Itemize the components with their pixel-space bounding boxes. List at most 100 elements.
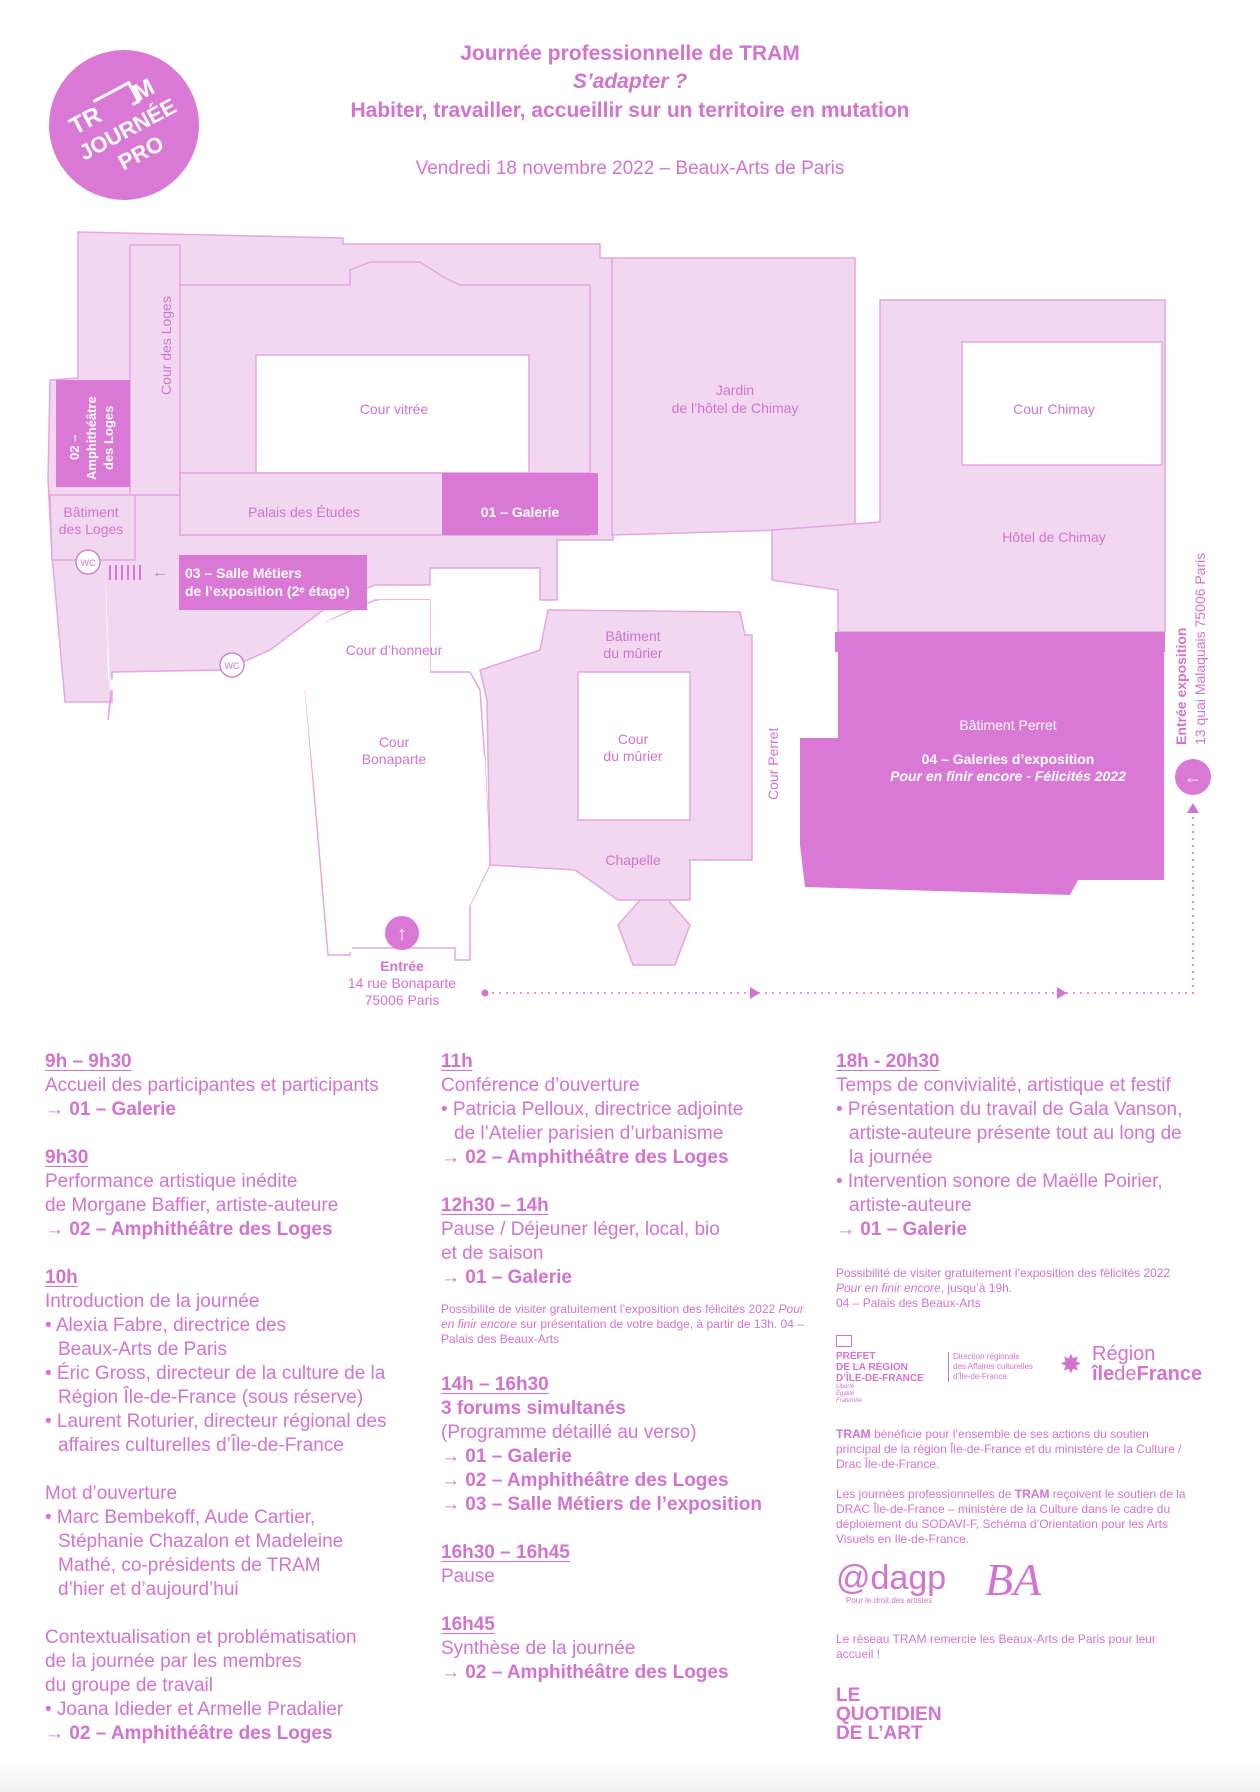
logo-text: de xyxy=(1114,1363,1137,1385)
program-text: Conférence d’ouverture xyxy=(441,1075,640,1096)
header-theme: Habiter, travailler, accueillir sur un t… xyxy=(350,99,910,122)
time-label: 16h30 – 16h45 xyxy=(441,1542,570,1563)
label-salle-2: de l’exposition (2ᵉ étage) xyxy=(185,583,350,599)
label-cour-murier-2: du mûrier xyxy=(603,748,662,764)
label-entree-1: Entrée xyxy=(380,958,424,974)
logo-text: LE xyxy=(836,1685,861,1706)
program-text: Performance artistique inédite xyxy=(45,1171,298,1192)
map-galerie xyxy=(442,473,598,535)
program-text: de Morgane Baffier, artiste-auteure xyxy=(45,1195,339,1216)
note-title: Pour en finir encore xyxy=(441,1302,804,1331)
header-title: Journée professionnelle de TRAM xyxy=(460,42,800,65)
note-text: Possibilité de visiter gratuitement l’ex… xyxy=(836,1266,1171,1280)
logo-text: D’ÎLE-DE-FRANCE xyxy=(836,1373,924,1384)
logo-text: d’Île-de-France xyxy=(953,1372,1007,1381)
program-bullet: • Intervention sonore de Maëlle Poirier,… xyxy=(836,1171,1163,1216)
wc-icon xyxy=(75,549,101,575)
program-bullet: • Éric Gross, directeur de la culture de… xyxy=(45,1363,386,1408)
logo-text: Fraternité xyxy=(836,1398,862,1404)
label-chapelle: Chapelle xyxy=(605,852,660,868)
label-batiment-loges-1: Bâtiment xyxy=(63,504,118,520)
wc-icon xyxy=(219,652,245,678)
map-cour-vitree xyxy=(255,354,530,474)
program-text: Synthèse de la journée xyxy=(441,1638,636,1659)
exhibition-note: Possibilité de visiter gratuitement l’ex… xyxy=(441,1302,816,1347)
expo-entry-marker xyxy=(1175,759,1211,795)
marianne-icon xyxy=(836,1335,852,1347)
program-text: Contextualisation et problématisation xyxy=(45,1627,357,1648)
map-bonaparte-wall xyxy=(105,560,490,952)
time-label: 11h xyxy=(441,1051,473,1072)
venue-map: Cour des Loges 02 – Amphithéâtre des Log… xyxy=(47,231,1211,1008)
time-label: 18h - 20h30 xyxy=(836,1051,940,1072)
logo-text: PRÉFET xyxy=(836,1351,876,1362)
quotidien-art-logo: LE QUOTIDIEN DE L’ART xyxy=(836,1686,942,1743)
program-location: → 03 – Salle Métiers de l’exposition xyxy=(441,1494,763,1515)
program-text: 3 forums simultanés xyxy=(441,1398,626,1419)
star-icon: ✸ xyxy=(1060,1349,1082,1379)
time-label: 14h – 16h30 xyxy=(441,1374,549,1395)
label-cour-chimay: Cour Chimay xyxy=(1013,401,1095,417)
program-text: et de saison xyxy=(441,1243,544,1264)
program-bullet: • Patricia Pelloux, directrice adjointe … xyxy=(441,1099,744,1144)
program-text: Mot d’ouverture xyxy=(45,1483,178,1504)
program-text: du groupe de travail xyxy=(45,1675,213,1696)
logo-text: Direction régionale xyxy=(953,1352,1020,1361)
logo-text: Égalité xyxy=(836,1391,855,1397)
label-cour-vitree: Cour vitrée xyxy=(360,401,429,417)
program-bullet: • Laurent Roturier, directeur régional d… xyxy=(45,1411,387,1456)
program-text: Pause / Déjeuner léger, local, bio xyxy=(441,1219,720,1240)
program-block: 9h30 Performance artistique inédite de M… xyxy=(45,1146,435,1242)
note-text: sur présentation de votre badge, à parti… xyxy=(441,1317,804,1346)
label-batiment-perret: Bâtiment Perret xyxy=(959,717,1056,733)
time-label: 9h – 9h30 xyxy=(45,1051,132,1072)
program-text: de la journée par les membres xyxy=(45,1651,302,1672)
program-column-2: 11h Conférence d’ouverture • Patricia Pe… xyxy=(441,1050,816,1709)
logo-text: QUOTIDIEN xyxy=(836,1704,942,1725)
program-bullet: • Marc Bembekoff, Aude Cartier, Stéphani… xyxy=(45,1507,344,1600)
logo-text: @dagp xyxy=(836,1559,947,1597)
label-cour-bonaparte-2: Bonaparte xyxy=(362,751,427,767)
label-galerie: 01 – Galerie xyxy=(481,504,560,520)
program-column-3: 18h - 20h30 Temps de convivialité, artis… xyxy=(836,1050,1216,1335)
note-title: Pour en finir encore xyxy=(836,1281,941,1295)
program-column-1: 9h – 9h30 Accueil des participantes et p… xyxy=(45,1050,435,1770)
label-galeries-2: Pour en finir encore - Félicités 2022 xyxy=(890,768,1126,784)
entree-marker xyxy=(385,916,419,950)
time-label: 10h xyxy=(45,1267,78,1288)
entree-arrow-icon: ↑ xyxy=(397,923,407,945)
program-text: (Programme détaillé au verso) xyxy=(441,1422,697,1443)
program-text: Accueil des participantes et participant… xyxy=(45,1075,379,1096)
program-block: 16h30 – 16h45 Pause xyxy=(441,1541,816,1589)
support-text-2: Les journées professionnelles de TRAM re… xyxy=(836,1487,1196,1547)
label-galeries-1: 04 – Galeries d’exposition xyxy=(922,751,1095,767)
label-amphi-3: des Loges xyxy=(101,406,116,470)
note-text: 04 – Palais des Beaux-Arts xyxy=(836,1296,981,1310)
logo-text: DE L’ART xyxy=(836,1723,923,1744)
label-entree-3: 75006 Paris xyxy=(365,992,440,1008)
program-bullet: • Alexia Fabre, directrice des Beaux-Art… xyxy=(45,1315,287,1360)
map-cour-murier xyxy=(577,671,691,821)
tram-logo-text: TRAM xyxy=(836,1427,871,1441)
program-text: Temps de convivialité, artistique et fes… xyxy=(836,1075,1171,1096)
note-text: , jusqu’à 19h. xyxy=(940,1281,1013,1295)
support-text-1: TRAM bénéficie pour l’ensemble de ses ac… xyxy=(836,1427,1196,1472)
map-amphi-loges xyxy=(56,380,130,487)
wc-label-2: WC xyxy=(225,661,240,671)
logo-text: France xyxy=(1136,1363,1203,1385)
label-expo-2: 13 quai Malaquais 75006 Paris xyxy=(1192,553,1208,745)
support-text: Les journées professionnelles de xyxy=(836,1487,1015,1501)
label-cour-honneur: Cour d’honneur xyxy=(346,642,443,658)
map-chapelle-apse xyxy=(617,899,691,966)
label-cour-murier-1: Cour xyxy=(618,731,649,747)
map-cour-chimay xyxy=(961,341,1163,466)
map-cour-des-loges-strip xyxy=(129,244,181,496)
label-cour-bonaparte-1: Cour xyxy=(379,734,410,750)
support-text: reçoivent le soutien de la DRAC Île-de-F… xyxy=(836,1487,1186,1546)
label-cour-perret: Cour Perret xyxy=(765,728,781,800)
program-bullet: • Joana Idieder et Armelle Pradalier xyxy=(45,1699,344,1720)
label-jardin-2: de l’hôtel de Chimay xyxy=(672,400,799,416)
program-text: Pause xyxy=(441,1566,495,1587)
label-jardin-1: Jardin xyxy=(716,382,754,398)
thanks-text: Le réseau TRAM remercie les Beaux-Arts d… xyxy=(836,1632,1156,1661)
